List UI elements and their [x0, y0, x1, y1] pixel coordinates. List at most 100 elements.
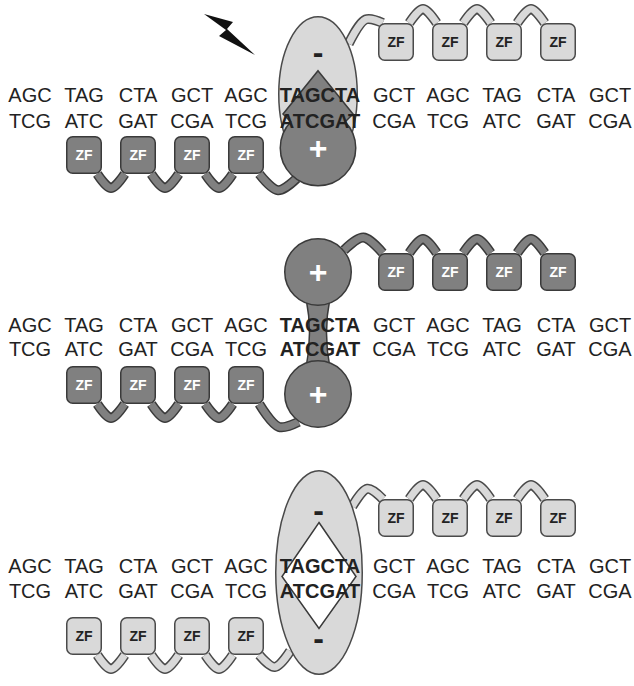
peptide-linker: [352, 489, 382, 507]
zinc-finger-label: ZF: [378, 511, 414, 526]
peptide-linker: [151, 174, 178, 188]
dna-codon: CGA: [170, 580, 213, 602]
box-outline: [379, 24, 414, 61]
linker-outline: [205, 404, 232, 418]
zinc-finger-label: ZF: [66, 148, 102, 163]
zinc-finger-label: ZF: [120, 378, 156, 393]
zinc-finger-box: ZF: [174, 366, 210, 404]
dna-codon: GCT: [171, 84, 213, 106]
zinc-finger-box: ZF: [540, 253, 576, 291]
zinc-finger-label: ZF: [120, 148, 156, 163]
dna-codon: CGA: [588, 580, 631, 602]
zinc-finger-box: ZF: [228, 617, 264, 655]
zinc-finger-box: ZF: [120, 617, 156, 655]
linker-body: [344, 238, 383, 253]
linker-outline: [344, 238, 383, 253]
linker-outline: [205, 655, 232, 669]
oval-outline: [275, 471, 362, 675]
dna-codon: ATCGAT: [280, 580, 360, 602]
zinc-finger-box: ZF: [66, 366, 102, 404]
box-outline: [379, 254, 414, 291]
dna-codon: TAGCTA: [280, 84, 360, 106]
box-outline: [433, 500, 468, 537]
linker-body: [352, 489, 382, 507]
zinc-finger-box: ZF: [432, 23, 468, 61]
zinc-finger-label: ZF: [540, 511, 576, 526]
charge-sign: +: [280, 131, 356, 166]
zinc-finger-box: ZF: [486, 499, 522, 537]
zinc-finger-box: ZF: [540, 23, 576, 61]
dna-codon: ATC: [483, 338, 522, 360]
zinc-finger-box: ZF: [432, 253, 468, 291]
linker-outline: [151, 404, 178, 418]
dna-codon: TAG: [482, 314, 522, 336]
dna-codon: CTA: [537, 84, 576, 106]
peptide-linker: [205, 655, 232, 669]
box-outline: [121, 618, 156, 655]
peptide-linker: [344, 238, 383, 253]
linker-body: [349, 19, 383, 44]
box-outline: [229, 618, 264, 655]
peptide-linker: [97, 655, 124, 669]
box-outline: [175, 137, 210, 174]
peptide-linker: [259, 174, 296, 190]
dna-codon: GCT: [373, 555, 415, 577]
oval-outline: [285, 361, 352, 428]
box-outline: [229, 367, 264, 404]
dna-codon: GCT: [589, 314, 631, 336]
zinc-finger-label: ZF: [228, 629, 264, 644]
zinc-finger-box: ZF: [486, 23, 522, 61]
peptide-linker: [517, 485, 544, 499]
zinc-finger-box: ZF: [174, 617, 210, 655]
zinc-finger-box: ZF: [120, 366, 156, 404]
zinc-finger-label: ZF: [378, 35, 414, 50]
linker-outline: [517, 239, 544, 253]
dna-codon: AGC: [224, 555, 267, 577]
dna-codon: CGA: [170, 110, 213, 132]
dna-codon: TAG: [64, 555, 104, 577]
dna-codon: AGC: [224, 314, 267, 336]
dna-codon: GAT: [536, 110, 576, 132]
zinc-finger-label: ZF: [174, 378, 210, 393]
linker-outline: [97, 655, 124, 669]
linker-body: [97, 174, 124, 188]
linker-body: [517, 9, 544, 23]
box-outline: [121, 367, 156, 404]
box-outline: [121, 137, 156, 174]
dna-codon: CGA: [170, 338, 213, 360]
box-outline: [67, 618, 102, 655]
linker-outline: [97, 404, 124, 418]
dna-codon: CGA: [372, 110, 415, 132]
dna-codon: CTA: [119, 555, 158, 577]
linker-outline: [205, 174, 232, 188]
peptide-linker: [409, 485, 436, 499]
linker-body: [97, 404, 124, 418]
dna-codon: TCG: [427, 338, 469, 360]
zinc-finger-label: ZF: [120, 629, 156, 644]
dna-codon: TAG: [64, 314, 104, 336]
box-outline: [541, 254, 576, 291]
dna-codon: TCG: [225, 580, 267, 602]
zinc-finger-box: ZF: [66, 617, 102, 655]
zinc-finger-box: ZF: [378, 499, 414, 537]
dna-codon: TAGCTA: [280, 555, 360, 577]
dna-codon: GAT: [536, 580, 576, 602]
linker-body: [409, 485, 436, 499]
linker-outline: [463, 239, 490, 253]
zinc-finger-label: ZF: [378, 265, 414, 280]
linker-outline: [463, 9, 490, 23]
box-outline: [487, 254, 522, 291]
dna-codon: ATCGAT: [280, 110, 360, 132]
dna-codon: ATC: [483, 580, 522, 602]
zinc-finger-label: ZF: [432, 511, 468, 526]
dna-codon: AGC: [8, 84, 51, 106]
box-outline: [229, 137, 264, 174]
charge-sign: -: [275, 493, 363, 528]
dna-codon: GAT: [536, 338, 576, 360]
linker-outline: [349, 19, 383, 44]
peptide-linker: [97, 404, 124, 418]
dna-codon: GCT: [171, 314, 213, 336]
dna-codon: TCG: [427, 580, 469, 602]
linker-outline: [259, 174, 296, 190]
